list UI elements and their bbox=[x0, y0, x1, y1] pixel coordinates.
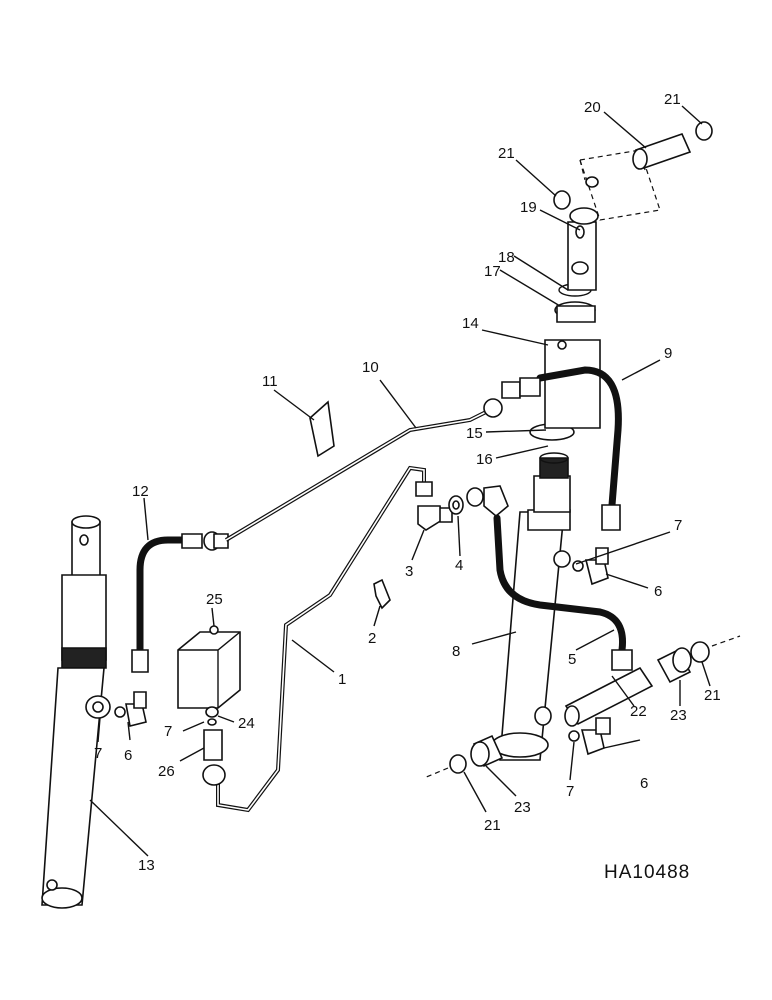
callout-21-top-right: 21 bbox=[664, 91, 681, 108]
clip-21-right bbox=[690, 635, 741, 663]
callout-9: 9 bbox=[664, 345, 672, 362]
clip-21-left bbox=[423, 754, 467, 779]
callout-labels: 1 2 3 4 5 6 6 6 7 7 7 7 8 9 10 11 12 13 … bbox=[94, 91, 721, 874]
left-elbow-fitting bbox=[85, 691, 147, 727]
hose-9 bbox=[501, 366, 622, 531]
right-fitting-6-7-lower bbox=[534, 706, 611, 756]
callout-7-upper: 7 bbox=[674, 517, 682, 534]
callout-26: 26 bbox=[158, 763, 175, 780]
right-fitting-6-7-upper bbox=[553, 547, 609, 586]
callout-21-top-left: 21 bbox=[498, 145, 515, 162]
tube-1 bbox=[216, 465, 433, 813]
callout-16: 16 bbox=[476, 451, 493, 468]
callout-7-left: 7 bbox=[94, 745, 102, 762]
top-bracket bbox=[579, 149, 661, 221]
fitting-24-26 bbox=[202, 706, 226, 786]
bushing-23-right bbox=[656, 647, 692, 684]
callout-23-right: 23 bbox=[670, 707, 687, 724]
callout-7-box: 7 bbox=[164, 723, 172, 740]
right-cylinder bbox=[491, 207, 601, 761]
callout-24: 24 bbox=[238, 715, 255, 732]
tube-10 bbox=[224, 398, 503, 542]
drawing-id: HA10488 bbox=[604, 862, 690, 883]
clip-21-top-left bbox=[553, 190, 571, 210]
callout-17: 17 bbox=[484, 263, 501, 280]
callout-21-lower-left: 21 bbox=[484, 817, 501, 834]
hose-5 bbox=[493, 514, 633, 671]
callout-25: 25 bbox=[206, 591, 223, 608]
callout-19: 19 bbox=[520, 199, 537, 216]
hose-12 bbox=[131, 531, 229, 673]
callout-5: 5 bbox=[568, 651, 576, 668]
clip-2 bbox=[373, 578, 391, 610]
left-cylinder bbox=[41, 515, 107, 909]
callout-10: 10 bbox=[362, 359, 379, 376]
callout-12: 12 bbox=[132, 483, 149, 500]
bushing-23-left bbox=[470, 734, 504, 768]
callout-21-lower-right: 21 bbox=[704, 687, 721, 704]
callout-13: 13 bbox=[138, 857, 155, 874]
callout-6-left: 6 bbox=[124, 747, 132, 764]
box-25 bbox=[177, 625, 241, 709]
callout-4: 4 bbox=[455, 557, 463, 574]
callout-1: 1 bbox=[338, 671, 346, 688]
pin-20 bbox=[632, 133, 692, 170]
callout-20: 20 bbox=[584, 99, 601, 116]
fitting-3-4 bbox=[417, 495, 464, 531]
callout-3: 3 bbox=[405, 563, 413, 580]
callout-15: 15 bbox=[466, 425, 483, 442]
callout-7-lower: 7 bbox=[566, 783, 574, 800]
callout-8: 8 bbox=[452, 643, 460, 660]
callout-23-left: 23 bbox=[514, 799, 531, 816]
elbow-8 bbox=[466, 485, 509, 518]
callout-22: 22 bbox=[630, 703, 647, 720]
clip-21-top-right bbox=[695, 121, 713, 141]
callout-6-right-lower: 6 bbox=[640, 775, 648, 792]
leader-lines bbox=[89, 105, 711, 857]
callout-11: 11 bbox=[262, 373, 278, 390]
callout-2: 2 bbox=[368, 630, 376, 647]
bracket-11 bbox=[309, 400, 335, 458]
callout-6-right-upper: 6 bbox=[654, 583, 662, 600]
callout-14: 14 bbox=[462, 315, 479, 332]
callout-18: 18 bbox=[498, 249, 515, 266]
